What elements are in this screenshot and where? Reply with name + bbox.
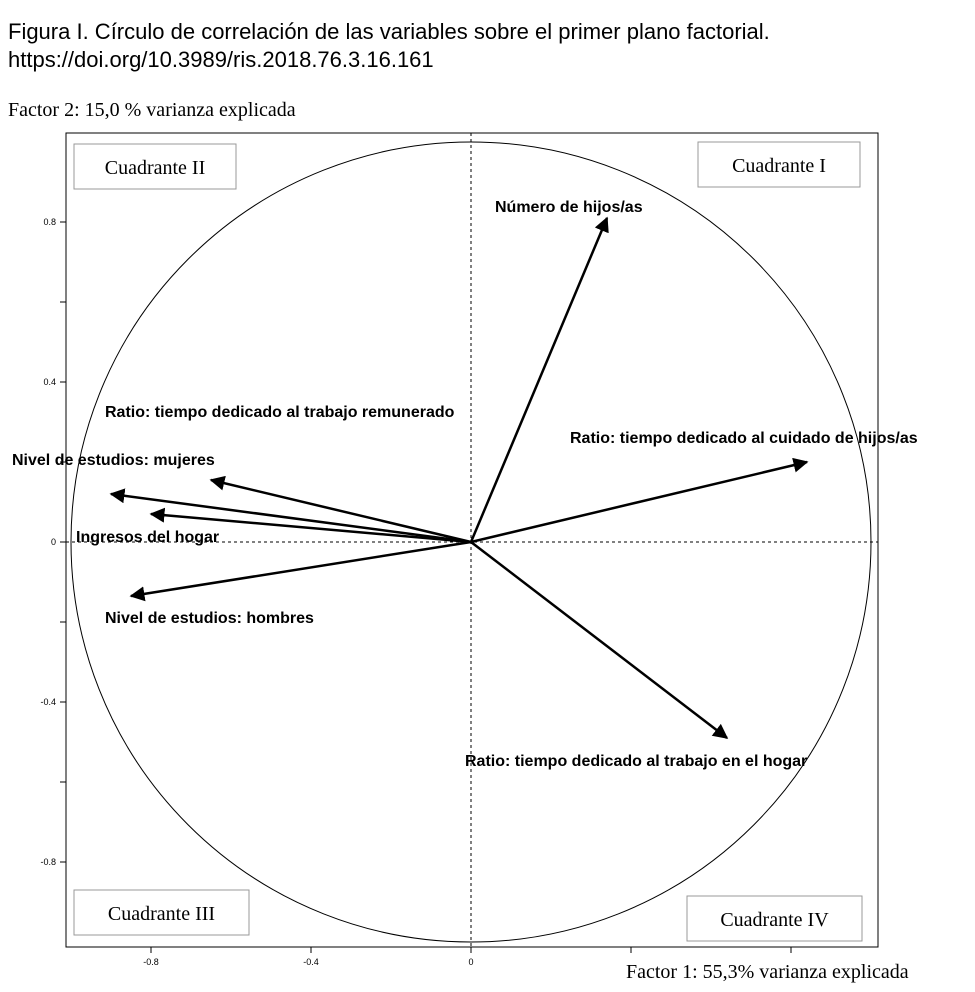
variable-vector: Número de hijos/as [469, 199, 643, 543]
y-tick-label: 0.4 [43, 377, 56, 387]
variable-vector: Nivel de estudios: hombres [105, 540, 472, 627]
quadrant-box-frame [73, 889, 250, 936]
variable-vector: Ratio: tiempo dedicado al trabajo en el … [465, 541, 807, 770]
y-tick-label: 0.8 [43, 217, 56, 227]
plot-frame [65, 132, 879, 948]
quadrant-box-frame [73, 143, 237, 190]
vector-label: Nivel de estudios: hombres [105, 610, 314, 627]
y-tick-label: 0 [51, 537, 56, 547]
variable-vector: Ingresos del hogar [76, 507, 472, 546]
x-tick-label: -0.8 [143, 957, 159, 967]
vector-label: Ratio: tiempo dedicado al cuidado de hij… [570, 430, 918, 447]
quadrant-label: Cuadrante I [732, 155, 826, 177]
y-axis-label: Factor 2: 15,0 % varianza explicada [8, 99, 296, 121]
vector-label: Nivel de estudios: mujeres [12, 452, 215, 469]
vector-label: Ratio: tiempo dedicado al trabajo en el … [465, 753, 807, 770]
vector-arrow [470, 457, 809, 544]
quadrant-box-frame [697, 141, 861, 188]
x-tick-label: 0 [468, 957, 473, 967]
vector-label: Ratio: tiempo dedicado al trabajo remune… [105, 404, 455, 421]
quadrant-label: Cuadrante IV [720, 909, 829, 931]
figure-caption: Figura I. Círculo de correlación de las … [8, 18, 770, 74]
quadrant-label: Cuadrante II [105, 157, 206, 179]
quadrant-i-box: Cuadrante I [697, 141, 861, 188]
x-axis-label: Factor 1: 55,3% varianza explicada [626, 961, 909, 983]
quadrant-label: Cuadrante III [108, 903, 215, 925]
quadrant-iv-box: Cuadrante IV [686, 895, 863, 942]
vector-arrow [209, 475, 472, 544]
quadrant-ii-box: Cuadrante II [73, 143, 237, 190]
y-tick-label: -0.4 [40, 697, 56, 707]
variable-vector: Nivel de estudios: mujeres [12, 452, 472, 544]
vector-arrow [129, 540, 472, 602]
variable-vector: Ratio: tiempo dedicado al cuidado de hij… [470, 430, 918, 544]
vector-arrow [470, 541, 729, 739]
vector-label: Ingresos del hogar [76, 529, 219, 546]
variable-vector: Ratio: tiempo dedicado al trabajo remune… [105, 404, 472, 544]
quadrant-box-frame [686, 895, 863, 942]
y-tick-label: -0.8 [40, 857, 56, 867]
vector-label: Número de hijos/as [495, 199, 643, 216]
caption-title: Figura I. Círculo de correlación de las … [8, 19, 770, 44]
x-tick-label: -0.4 [303, 957, 319, 967]
vector-arrow [469, 216, 609, 543]
caption-doi: https://doi.org/10.3989/ris.2018.76.3.16… [8, 47, 434, 72]
quadrant-iii-box: Cuadrante III [73, 889, 250, 936]
vector-arrow [149, 507, 472, 544]
vector-arrow [109, 488, 472, 544]
